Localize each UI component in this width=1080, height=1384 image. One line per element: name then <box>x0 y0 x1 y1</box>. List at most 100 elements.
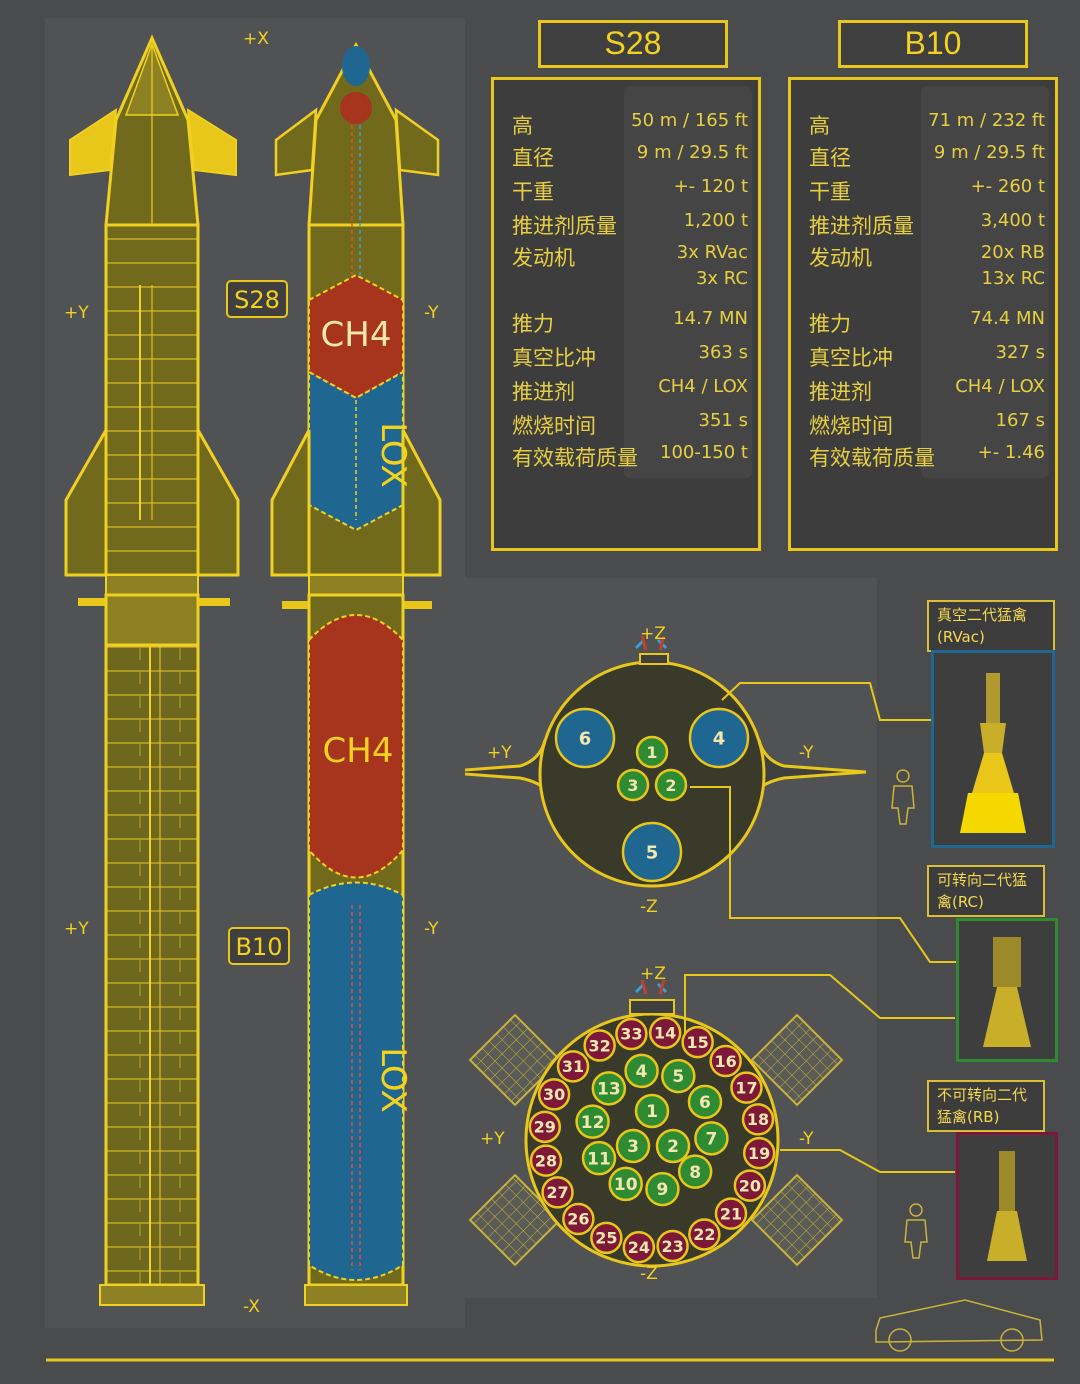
s28-title: S28 <box>538 20 728 68</box>
spec-value: +- 1.46 <box>977 442 1045 463</box>
booster-inner-engine: 1 <box>634 1093 670 1129</box>
ship-axis-pz: +Z <box>640 624 666 644</box>
rocket-drawings: CH4 LOX CH4 LOX S28 B10 +X +Y -Y +Y -Y -… <box>64 29 442 1317</box>
engine-number: 31 <box>562 1057 584 1076</box>
engine-number: 27 <box>546 1183 568 1202</box>
spec-key: 高 <box>809 114 830 138</box>
spec-key: 推进剂 <box>809 380 872 404</box>
booster-outer-engine: 26 <box>562 1202 595 1236</box>
booster-outer-engine: 15 <box>681 1025 714 1059</box>
booster-middle-engine: 11 <box>581 1140 617 1176</box>
rc-engine-box <box>956 918 1058 1062</box>
s28-spec-row: 干重 +- 120 t <box>494 176 758 206</box>
spec-value: 9 m / 29.5 ft <box>933 142 1045 163</box>
b10-spec-row: 有效载荷质量 +- 1.46 <box>791 442 1055 472</box>
rvac-engine-box <box>931 650 1055 848</box>
booster-tag: B10 <box>235 933 282 961</box>
rc-engine: 2 <box>654 768 688 802</box>
spec-value: 3x RC <box>695 268 748 289</box>
spec-key: 发动机 <box>809 246 872 270</box>
spec-value: 1,200 t <box>683 210 748 231</box>
b10-title: B10 <box>838 20 1028 68</box>
booster-middle-engine: 4 <box>624 1053 659 1089</box>
rc-engine: 3 <box>616 768 650 802</box>
spec-value: 71 m / 232 ft <box>928 110 1045 131</box>
axis-ny-top: -Y <box>424 303 439 323</box>
spec-key: 真空比冲 <box>512 346 596 370</box>
engine-number: 9 <box>656 1180 668 1200</box>
axis-py-top: +Y <box>64 303 89 323</box>
engine-number: 20 <box>739 1176 761 1195</box>
booster-lox-label: LOX <box>373 1047 413 1113</box>
engine-number: 21 <box>720 1204 742 1223</box>
spec-key: 高 <box>512 114 533 138</box>
engine-number: 4 <box>636 1062 648 1082</box>
axis-px: +X <box>243 29 269 49</box>
spec-value: 9 m / 29.5 ft <box>636 142 748 163</box>
engine-number: 19 <box>748 1144 770 1163</box>
engine-number: 32 <box>589 1036 611 1055</box>
rvac-engine-icon <box>960 673 1026 833</box>
spec-key: 发动机 <box>512 246 575 270</box>
booster-axis-nz: -Z <box>640 1264 658 1284</box>
axis-nx: -X <box>243 1297 260 1317</box>
engine-number: 2 <box>667 1137 679 1157</box>
rvac-engine: 4 <box>688 707 750 769</box>
engine-number: 5 <box>672 1067 684 1087</box>
engine-number: 3 <box>627 1137 639 1157</box>
s28-spec-row: 3x RC <box>494 268 758 298</box>
engine-number: 14 <box>654 1024 676 1043</box>
ship-axis-ny: -Y <box>799 743 814 763</box>
engine-number: 1 <box>646 743 657 762</box>
spec-key: 推进剂 <box>512 380 575 404</box>
spec-key: 推进剂质量 <box>809 214 914 238</box>
b10-spec-row: 高 71 m / 232 ft <box>791 110 1055 140</box>
engine-number: 17 <box>735 1078 757 1097</box>
booster-outer-engine: 32 <box>583 1029 616 1062</box>
engine-number: 2 <box>665 776 676 795</box>
spec-key: 有效载荷质量 <box>512 446 638 470</box>
booster-middle-engine: 6 <box>687 1084 723 1120</box>
booster-axis-py: +Y <box>480 1129 505 1149</box>
spec-value: +- 120 t <box>673 176 748 197</box>
spec-key: 干重 <box>512 180 554 204</box>
engine-number: 4 <box>713 728 726 749</box>
spec-value: 3x RVac <box>676 242 748 263</box>
booster-cutaway <box>282 593 432 1306</box>
engine-number: 7 <box>705 1129 717 1149</box>
spec-key: 推进剂质量 <box>512 214 617 238</box>
engine-number: 3 <box>627 776 638 795</box>
rb-engine-icon <box>987 1151 1027 1261</box>
booster-middle-engine: 13 <box>591 1071 627 1106</box>
booster-outer-engine: 25 <box>590 1221 623 1255</box>
ship-ch4-label: CH4 <box>321 315 392 355</box>
spec-value: 3,400 t <box>980 210 1045 231</box>
spec-value: 50 m / 165 ft <box>631 110 748 131</box>
booster-inner-engine: 2 <box>655 1128 691 1164</box>
rc-engine-icon <box>983 937 1031 1047</box>
spec-key: 直径 <box>809 146 851 170</box>
spec-value: CH4 / LOX <box>955 376 1045 397</box>
booster-inner-engine: 3 <box>615 1128 651 1164</box>
spec-key: 推力 <box>809 312 851 336</box>
engine-number: 8 <box>689 1163 701 1183</box>
spec-value: 327 s <box>995 342 1045 363</box>
booster-outer-engine: 28 <box>529 1144 563 1177</box>
spec-key: 真空比冲 <box>809 346 893 370</box>
booster-outer-engine: 16 <box>709 1044 742 1078</box>
spec-value: CH4 / LOX <box>658 376 748 397</box>
booster-middle-engine: 9 <box>645 1171 680 1207</box>
spec-key: 有效载荷质量 <box>809 446 935 470</box>
ship-engine-layout <box>465 635 960 963</box>
engine-number: 28 <box>535 1151 557 1170</box>
b10-spec-row: 推进剂质量 3,400 t <box>791 210 1055 240</box>
b10-spec-row: 直径 9 m / 29.5 ft <box>791 142 1055 172</box>
engine-number: 33 <box>620 1025 642 1044</box>
booster-middle-engine: 10 <box>608 1166 643 1202</box>
booster-ch4-label: CH4 <box>323 731 394 771</box>
rvac-engine: 6 <box>554 707 616 769</box>
